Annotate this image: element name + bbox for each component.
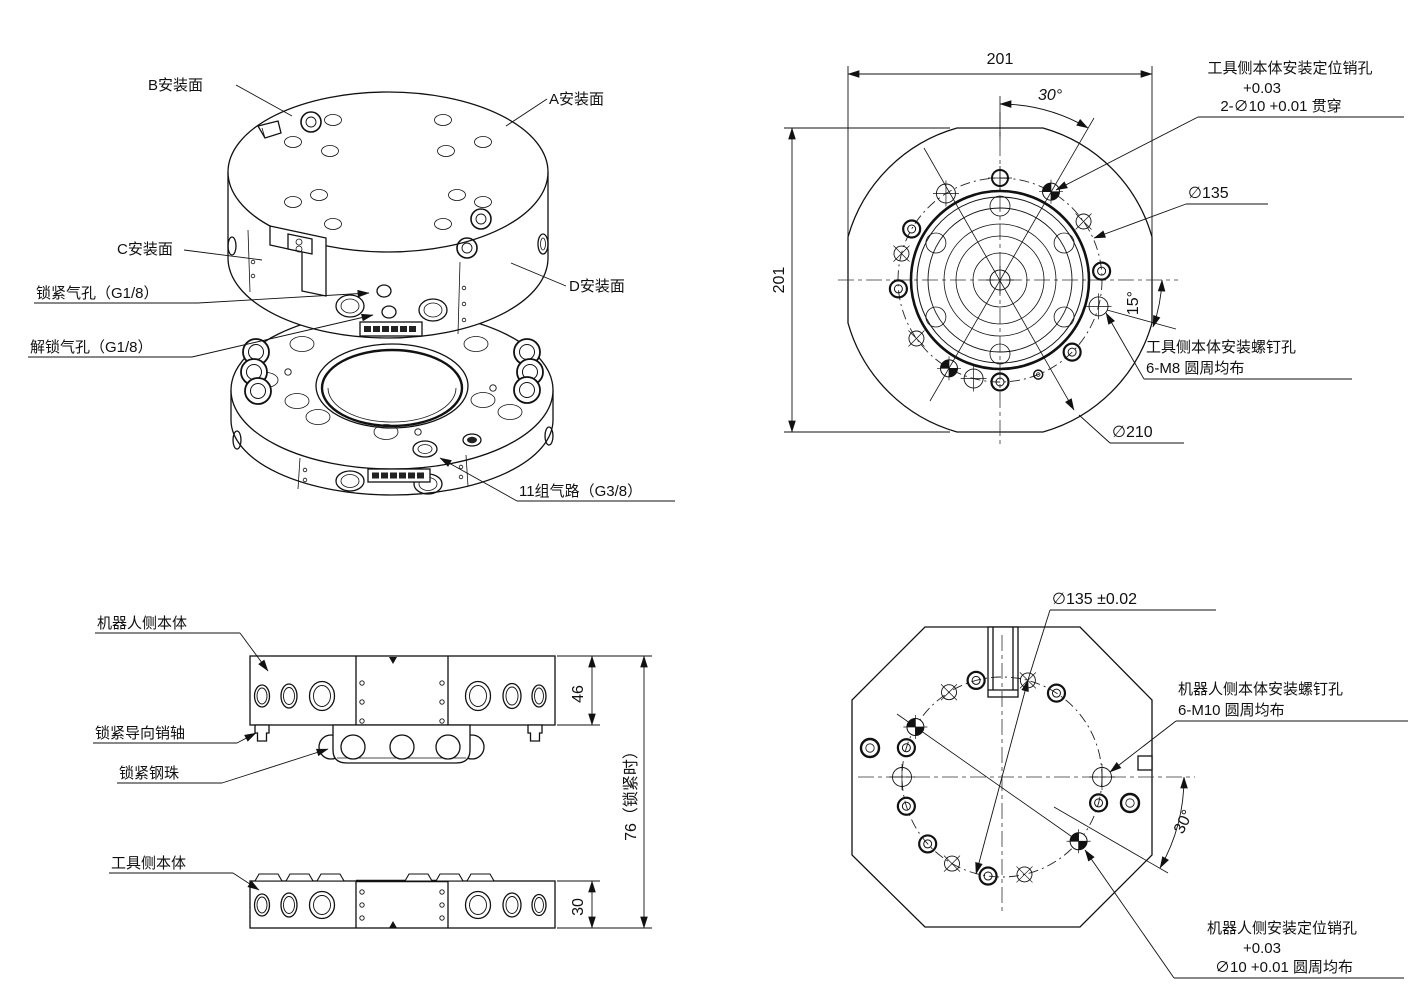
pin-label-line2: +0.03 [1243,80,1281,97]
dim-bolt-circle-135: ∅135 ±0.02 [1052,591,1137,608]
label-unlock-port: 解锁气孔（G1/8） [30,339,153,356]
label-lock-port: 锁紧气孔（G1/8） [36,285,159,302]
pin-label-line1: 工具侧本体安装定位销孔 [1207,60,1372,77]
label-guide-pin: 锁紧导向销轴 [95,725,185,742]
robot-side-face-view: ∅135 ±0.02 机器人侧本体安装螺钉孔 6-M10 圆周均布 30° 机器… [851,591,1408,979]
tool-side-block [249,873,556,929]
iso-exploded-view: B安装面 A安装面 C安装面 D安装面 锁紧气孔（G1/8） 解锁气孔（G1/8… [28,77,675,502]
side-section-view: 46 30 76（锁紧时） 机器人侧本体 锁紧导向销轴 锁紧钢珠 工具侧本体 [93,615,652,929]
screw-label-line1: 机器人侧本体安装螺钉孔 [1178,681,1343,698]
pin-label-line3: 2-∅10 +0.01 贯穿 [1220,98,1341,115]
dim-46: 46 [570,685,587,703]
dim-30: 30 [570,898,587,916]
label-robot-body: 机器人侧本体 [97,615,187,632]
air-port-g38 [412,433,482,458]
dim-angle-30: 30° [1171,807,1197,836]
label-c-face: C安装面 [117,241,173,258]
pin-label-line1: 机器人侧安装定位销孔 [1207,920,1357,937]
robot-side-block [249,655,556,764]
screw-label-line2: 6-M10 圆周均布 [1178,702,1285,719]
dim-76-locked: 76（锁紧时） [622,743,640,841]
dim-width-201: 201 [987,51,1014,68]
label-steel-ball: 锁紧钢珠 [119,765,179,782]
dim-height-201: 201 [771,267,788,294]
lock-ball [389,734,415,760]
lock-ball [435,734,461,760]
tool-side-ring [230,310,554,496]
label-d-face: D安装面 [569,278,625,295]
bolt-circle-holes [888,166,1112,392]
lock-ball [340,734,366,760]
pin-label-line3: ∅10 +0.01 圆周均布 [1215,959,1353,976]
lock-air-port [376,284,392,298]
label-a-face: A安装面 [549,91,604,108]
dim-bolt-circle-135: ∅135 [1188,185,1229,202]
unlock-air-port [381,305,397,319]
coupling-rings [909,189,1091,371]
screw-label-line1: 工具侧本体安装螺钉孔 [1146,339,1296,356]
dim-angle-15: 15° [1125,291,1142,315]
screw-label-line2: 6-M8 圆周均布 [1146,360,1244,377]
dim-outer-210: ∅210 [1112,424,1153,441]
c-face-cutout [269,225,327,297]
label-b-face: B安装面 [148,77,203,94]
dim-angle-30: 30° [1038,87,1063,104]
rim-notch [257,120,282,139]
label-tool-body: 工具侧本体 [111,855,186,872]
side-notch [1137,755,1153,771]
label-air-ports: 11组气路（G3/8） [519,483,642,500]
top-slot [987,626,1019,698]
outer-holes [859,737,1141,814]
pin-label-line2: +0.03 [1243,940,1281,957]
nameplate [359,321,423,337]
robot-side-body [227,91,549,339]
nameplate [367,468,431,483]
tool-side-face-view: 201 201 30° 工具侧本体安装定位销孔 +0.03 2-∅10 +0.0… [771,51,1404,448]
